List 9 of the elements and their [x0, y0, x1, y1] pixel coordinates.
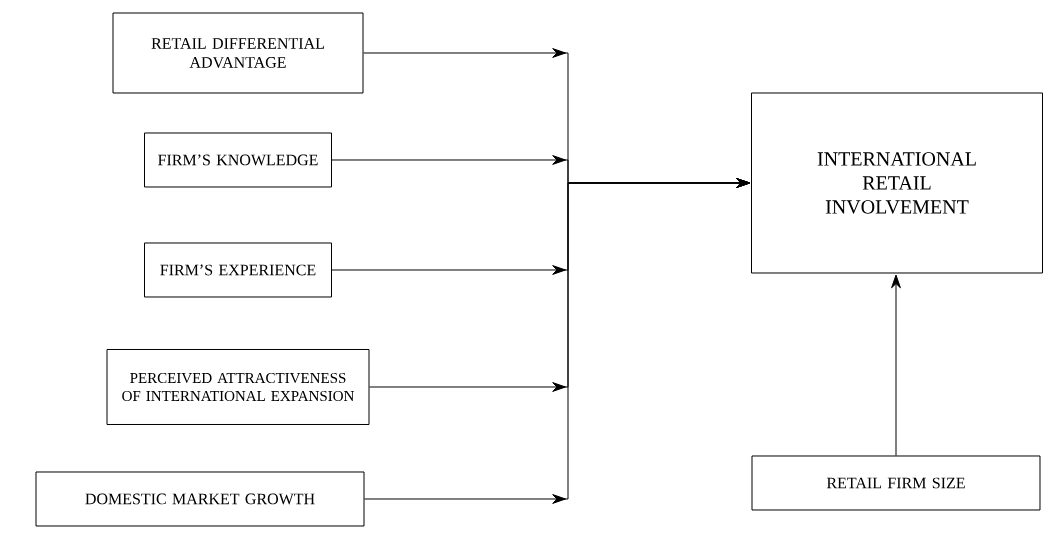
- outcome-box: INTERNATIONAL RETAIL INVOLVEMENT: [751, 92, 1043, 274]
- arrow: [364, 178, 750, 504]
- factor-box: FIRM’S EXPERIENCE: [144, 242, 332, 298]
- factor-box: DOMESTIC MARKET GROWTH: [35, 471, 365, 527]
- arrow: [891, 274, 901, 456]
- factor-box: RETAIL DIFFERENTIAL ADVANTAGE: [112, 12, 364, 94]
- factor-box: FIRM’S KNOWLEDGE: [144, 132, 332, 188]
- factor-box: PERCEIVED ATTRACTIVENESS OF INTERNATIONAL EXPANSION: [106, 349, 370, 425]
- factor-box: RETAIL FIRM SIZE: [751, 455, 1041, 511]
